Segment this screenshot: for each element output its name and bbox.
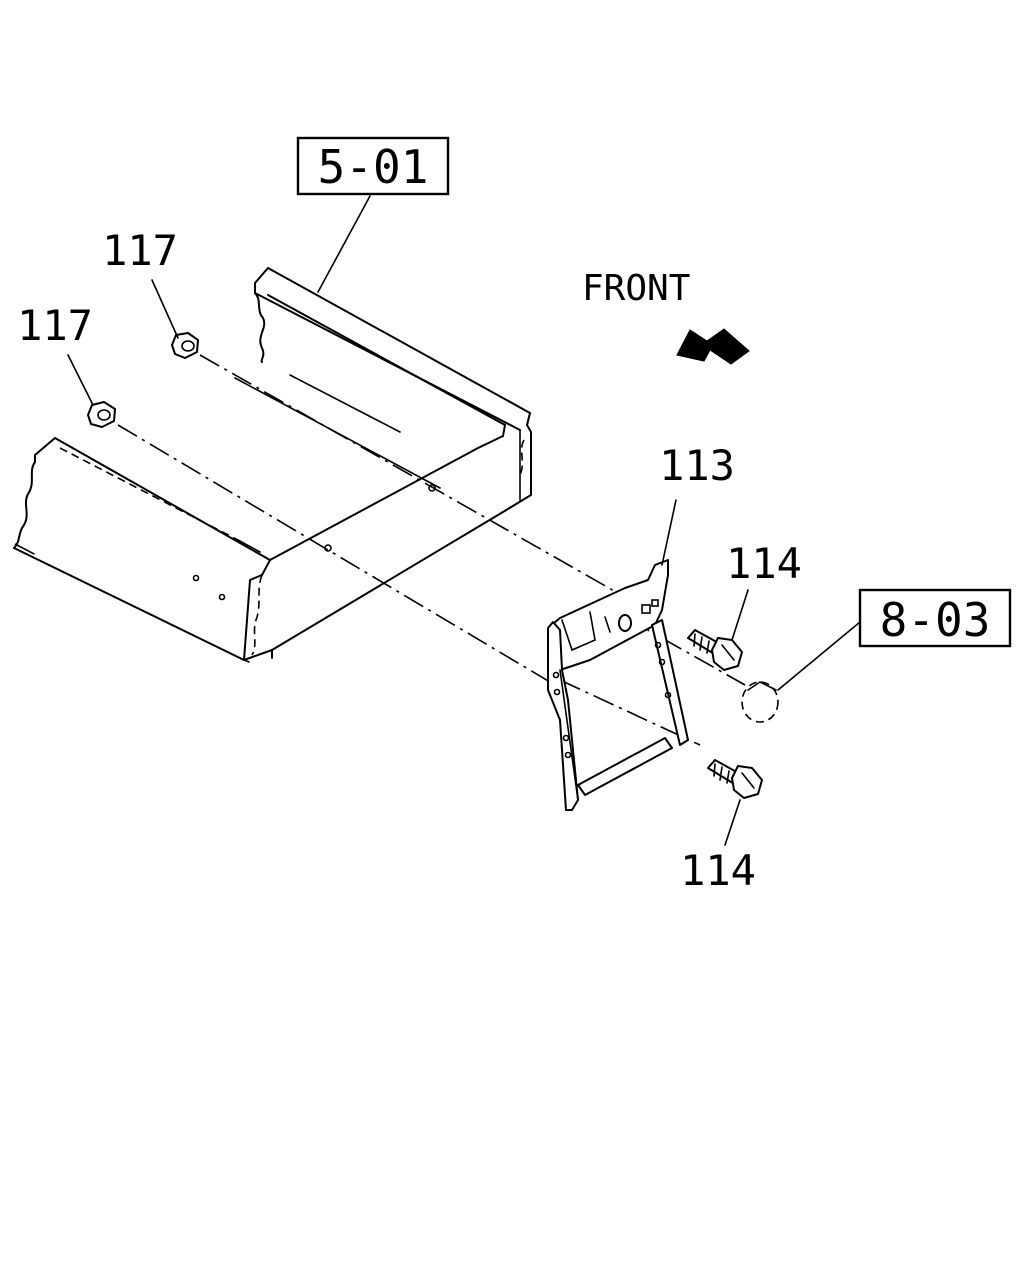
front-label: FRONT: [582, 268, 690, 309]
bolt-114-lower[interactable]: [707, 759, 763, 799]
nut-117-upper-label: 117: [102, 226, 178, 275]
leader-114-upper: [731, 589, 749, 641]
leader-117-upper: [151, 279, 179, 339]
bolt-114-lower-label: 114: [680, 846, 756, 895]
cap-part-8-03[interactable]: [741, 681, 779, 723]
frame-upper-rail: [234, 267, 532, 513]
ref-box-8-03[interactable]: 8-03: [858, 588, 1012, 648]
ref-5-01-label: 5-01: [318, 140, 429, 194]
bolt-114-upper-label: 114: [726, 539, 802, 588]
front-arrow-icon: [676, 328, 750, 365]
nut-117-upper[interactable]: [171, 332, 199, 359]
leader-5-01: [317, 195, 371, 293]
bracket-113[interactable]: [547, 559, 689, 811]
leader-114-lower: [724, 799, 741, 846]
bracket-113-label: 113: [659, 441, 735, 490]
leader-117-lower: [67, 354, 94, 406]
frame-lower-rail: [13, 424, 506, 663]
nut-117-lower[interactable]: [87, 401, 116, 428]
leader-8-03: [777, 621, 861, 691]
ref-8-03-label: 8-03: [880, 593, 991, 647]
assembly-centerlines: [14, 354, 746, 746]
bolt-114-upper[interactable]: [687, 629, 743, 671]
ref-box-5-01[interactable]: 5-01: [296, 136, 450, 196]
leader-113: [661, 499, 677, 566]
nut-117-lower-label: 117: [17, 301, 93, 350]
